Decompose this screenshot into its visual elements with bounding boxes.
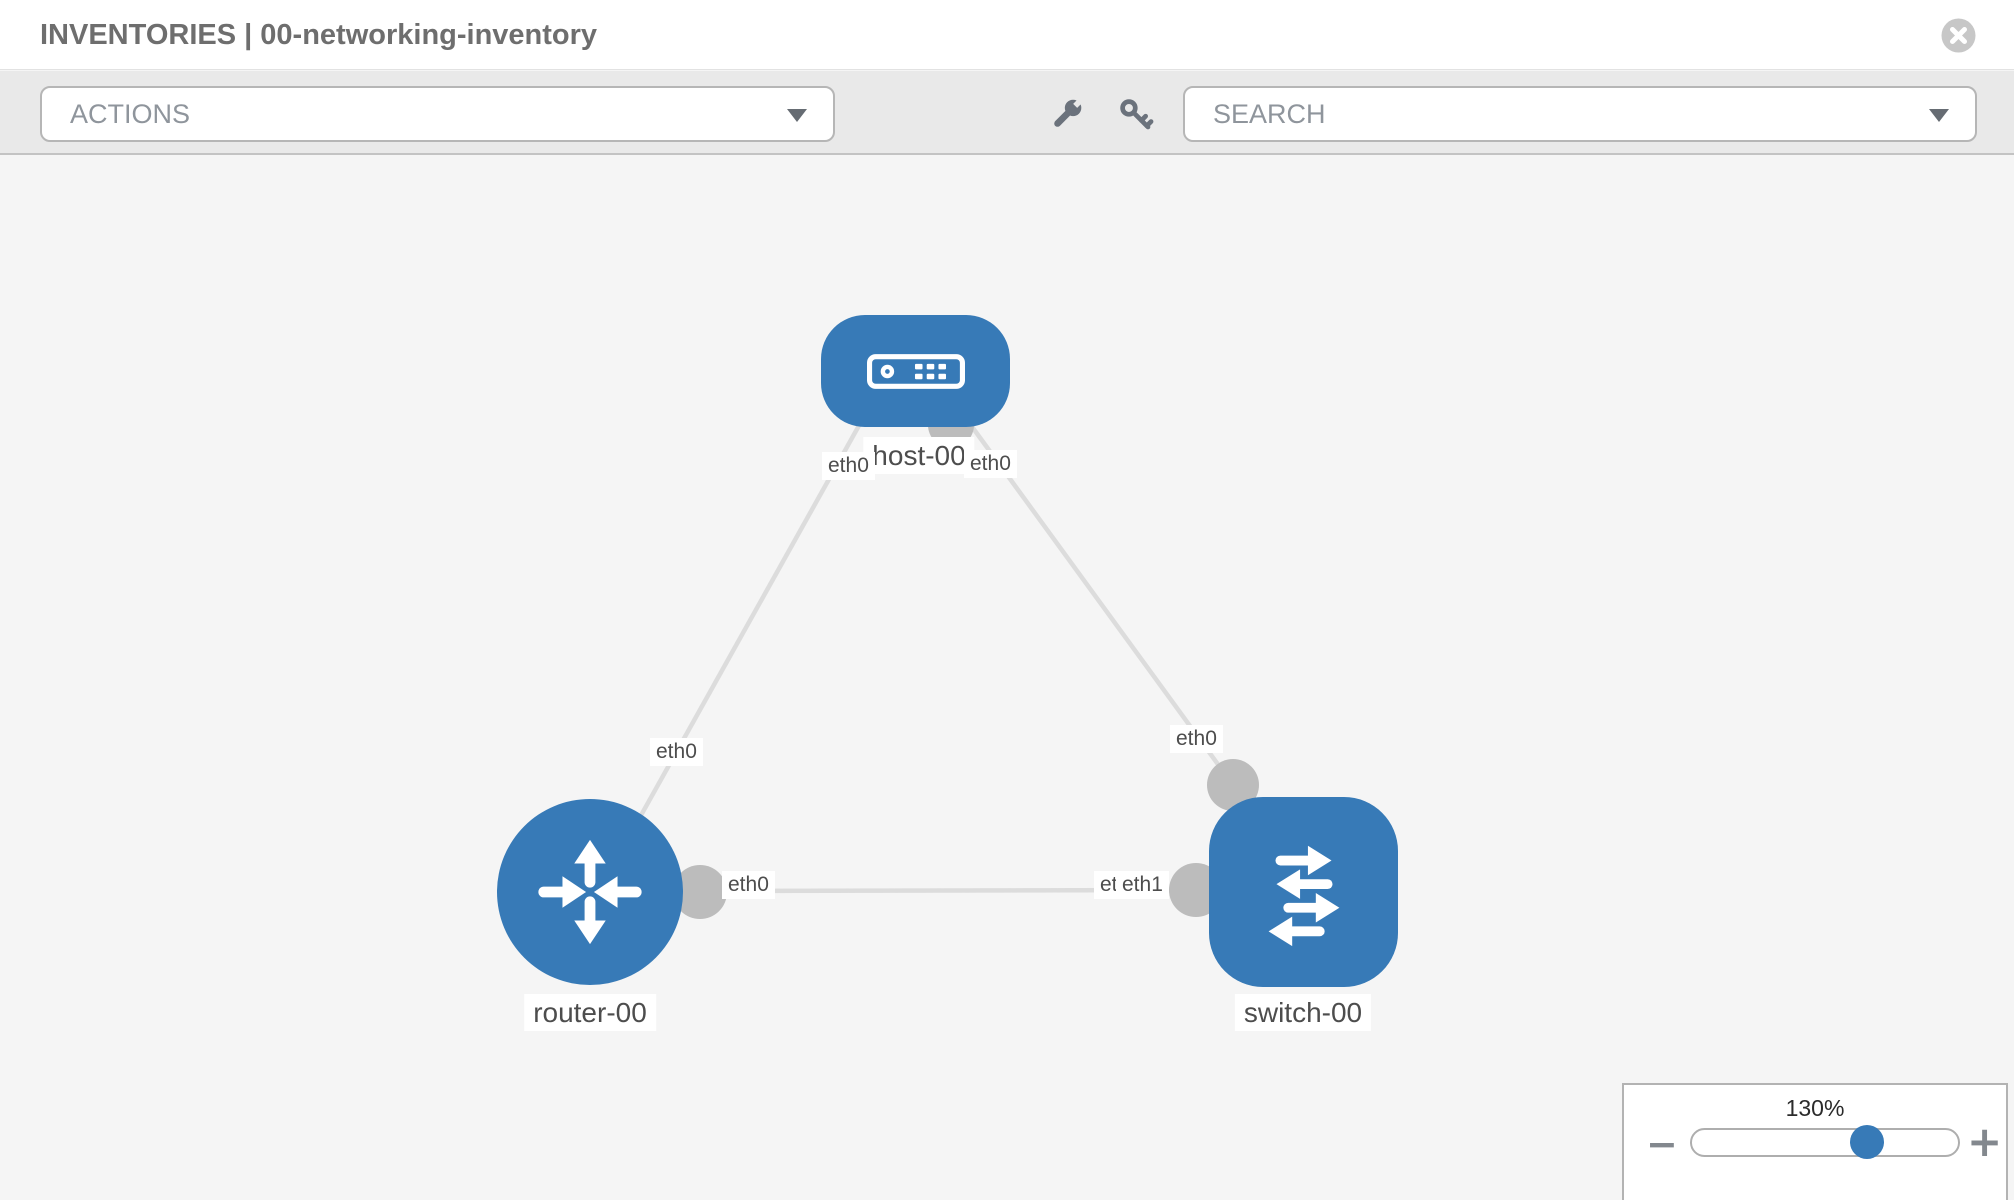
search-dropdown-label: SEARCH	[1213, 99, 1326, 129]
interface-label: eth0	[964, 450, 1017, 478]
server-icon	[866, 353, 965, 389]
chevron-down-icon	[787, 109, 807, 122]
node-label-host: host-00	[863, 437, 975, 475]
interface-connector	[673, 865, 727, 919]
actions-dropdown[interactable]: ACTIONS	[40, 86, 835, 142]
node-label-switch: switch-00	[1234, 994, 1372, 1032]
router-arrows-icon	[538, 839, 642, 945]
interface-label: eth0	[650, 738, 703, 766]
minus-icon: −	[1646, 1122, 1678, 1166]
node-label-router: router-00	[524, 994, 656, 1032]
search-dropdown[interactable]: SEARCH	[1183, 86, 1977, 142]
plus-icon: +	[1967, 1117, 2003, 1166]
zoom-level: 130%	[1785, 1095, 1845, 1121]
zoom-out-button[interactable]: −	[1646, 1125, 1678, 1163]
interface-connector	[1207, 759, 1259, 811]
topology-canvas[interactable]: host-00 router-00 switch-00 eth0 eth0 et…	[0, 155, 2014, 1200]
interface-label: eth1	[1116, 871, 1169, 899]
toolbar: ACTIONS SEARCH	[0, 71, 2014, 155]
actions-dropdown-label: ACTIONS	[70, 99, 191, 129]
zoom-panel: 130% − +	[1622, 1083, 2008, 1200]
zoom-slider-track[interactable]	[1690, 1125, 1960, 1159]
interface-label: eth0	[722, 871, 775, 899]
close-button[interactable]	[1941, 18, 1976, 53]
node-host-00[interactable]	[821, 315, 1010, 427]
header: INVENTORIES | 00-networking-inventory	[0, 0, 2014, 70]
interface-label: eth0	[1170, 725, 1223, 753]
key-icon	[1120, 99, 1154, 130]
close-icon	[1941, 18, 1976, 53]
chevron-down-icon	[1929, 109, 1949, 122]
switch-arrows-icon	[1268, 845, 1339, 947]
credentials-button[interactable]	[1116, 95, 1156, 135]
topology-graph	[628, 402, 1259, 919]
page-title: INVENTORIES | 00-networking-inventory	[40, 19, 598, 51]
wrench-icon	[1054, 97, 1084, 127]
zoom-slider-thumb[interactable]	[1850, 1125, 1884, 1159]
configure-button[interactable]	[1046, 95, 1086, 135]
interface-label: eth0	[822, 452, 875, 480]
node-switch-00[interactable]	[1209, 797, 1398, 987]
zoom-in-button[interactable]: +	[1967, 1121, 2002, 1163]
node-router-00[interactable]	[497, 799, 683, 985]
